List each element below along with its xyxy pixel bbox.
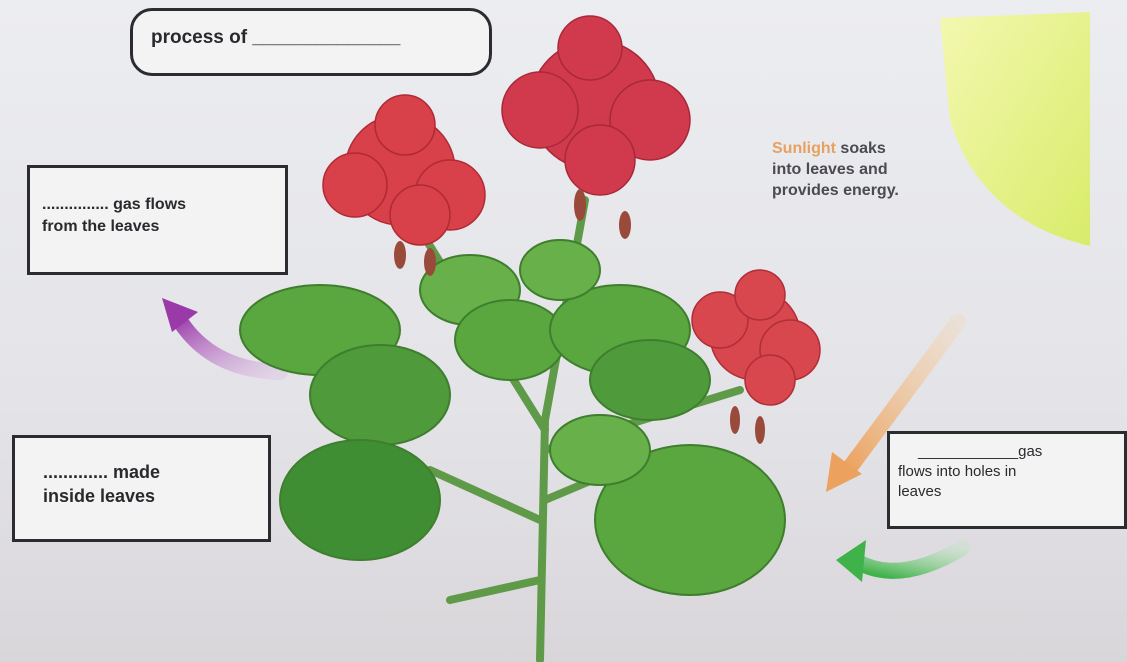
process-label: process of ______________ [151, 27, 489, 49]
sun-line3: provides energy. [772, 180, 899, 201]
gas-out-label-box: ............... gas flows from the leave… [27, 165, 288, 275]
sunlight-word: Sunlight [772, 140, 836, 157]
gas-in-line3: leaves [898, 482, 1124, 502]
flower-cluster-top [502, 16, 690, 195]
made-line1: ............. made [43, 460, 268, 484]
gas-in-line1: ____________gas [898, 442, 1124, 462]
sun-line1-rest: soaks [836, 140, 886, 157]
process-label-box: process of ______________ [130, 8, 492, 76]
flower-cluster-right [692, 270, 820, 405]
carbon-dioxide-in-arrow [836, 540, 962, 582]
gas-in-label-box: ____________gas flows into holes in leav… [887, 431, 1127, 529]
gas-out-line2: from the leaves [42, 216, 285, 238]
flower-cluster-left [323, 95, 485, 245]
gas-out-line1: ............... gas flows [42, 194, 285, 216]
plant-leaves [240, 240, 785, 595]
made-label-box: ............. made inside leaves [12, 435, 271, 542]
gas-in-line2: flows into holes in [898, 462, 1124, 482]
made-line2: inside leaves [43, 484, 268, 508]
sunlight-note: Sunlight soaks into leaves and provides … [772, 138, 899, 201]
sun-line2: into leaves and [772, 159, 899, 180]
sun-shape [940, 12, 1090, 246]
